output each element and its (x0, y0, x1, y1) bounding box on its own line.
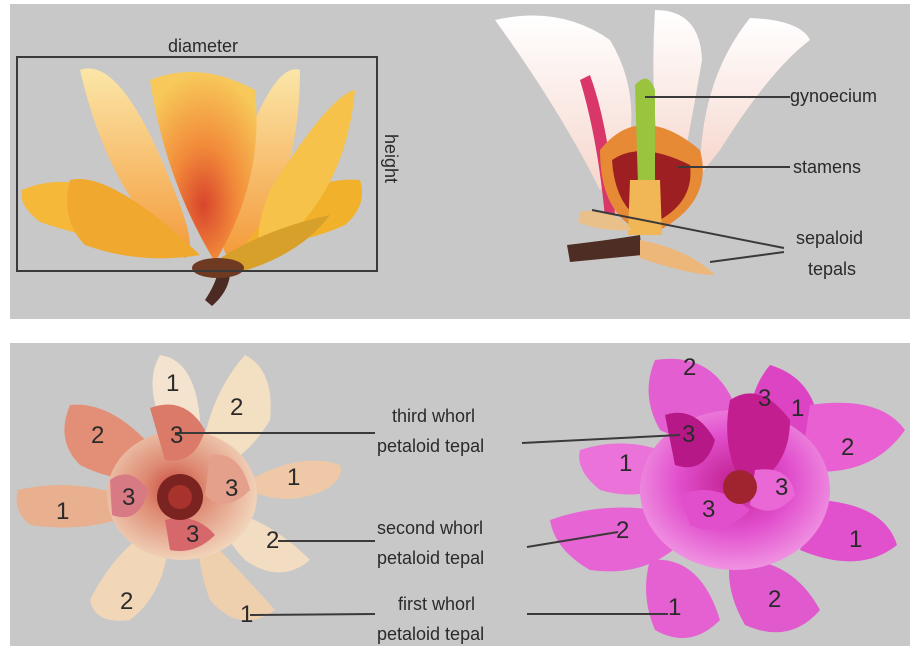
right-tepal-number: 2 (616, 519, 629, 543)
left-tepal-number: 3 (170, 424, 183, 448)
stamens-label: stamens (793, 157, 861, 178)
left-tepal-number: 3 (186, 523, 199, 547)
left-tepal-number: 3 (225, 477, 238, 501)
left-tepal-number: 1 (240, 603, 253, 627)
cross-section-photo (495, 10, 810, 275)
left-tepal-number: 1 (56, 500, 69, 524)
right-tepal-number: 3 (682, 423, 695, 447)
first-whorl-label: first whorl (398, 594, 475, 615)
first-whorl-sublabel: petaloid tepal (377, 624, 484, 645)
left-tepal-number: 2 (120, 590, 133, 614)
right-tepal-number: 1 (668, 596, 681, 620)
left-tepal-number: 2 (230, 396, 243, 420)
second-whorl-label: second whorl (377, 518, 483, 539)
right-tepal-number: 3 (702, 498, 715, 522)
sepaloid-label: sepaloid (796, 228, 863, 249)
right-tepal-number: 3 (775, 476, 788, 500)
left-tepal-number: 2 (266, 529, 279, 553)
first-whorl-line-left (250, 614, 375, 615)
diameter-label: diameter (168, 36, 238, 57)
right-tepal-number: 1 (791, 397, 804, 421)
left-tepal-number: 1 (166, 372, 179, 396)
right-tepal-number: 3 (758, 387, 771, 411)
left-tepal-number: 2 (91, 424, 104, 448)
height-label: height (380, 134, 401, 183)
gynoecium-label: gynoecium (790, 86, 877, 107)
right-tepal-number: 2 (683, 356, 696, 380)
third-whorl-line-right (522, 435, 680, 443)
third-whorl-sublabel: petaloid tepal (377, 436, 484, 457)
right-tepal-number: 1 (849, 528, 862, 552)
left-tepal-number: 1 (287, 466, 300, 490)
right-tepal-number: 1 (619, 452, 632, 476)
second-whorl-sublabel: petaloid tepal (377, 548, 484, 569)
tepals-label: tepals (808, 259, 856, 280)
left-tepal-number: 3 (122, 486, 135, 510)
magenta-flower-photo (550, 359, 905, 638)
right-tepal-number: 2 (841, 436, 854, 460)
third-whorl-label: third whorl (392, 406, 475, 427)
right-tepal-number: 2 (768, 588, 781, 612)
sepaloid-line-2 (710, 252, 784, 262)
